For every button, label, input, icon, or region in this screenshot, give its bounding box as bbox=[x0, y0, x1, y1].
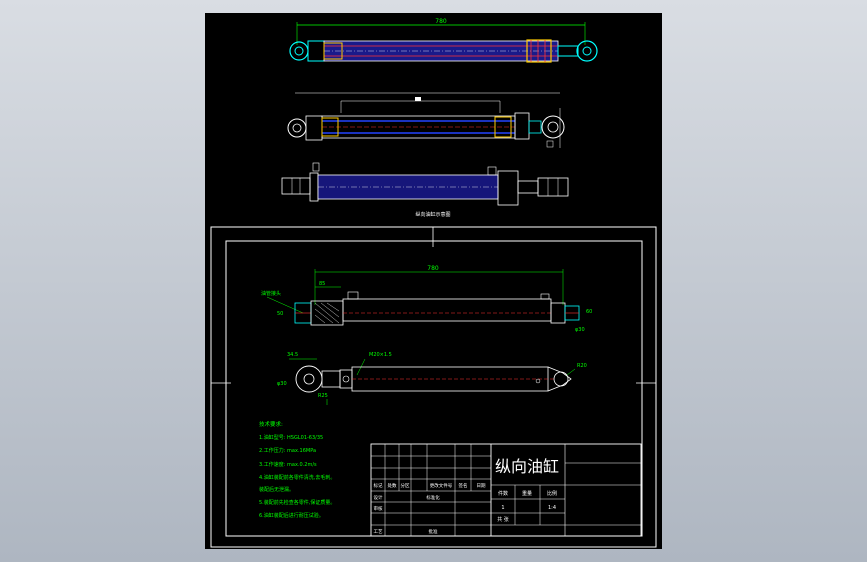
cad-drawing: 780 bbox=[210, 18, 657, 548]
dim-thread: M20×1.5 bbox=[369, 352, 392, 358]
tech-note-3: 3.工作速度: max.0.2m/s bbox=[259, 461, 317, 468]
oil-port-right bbox=[540, 293, 550, 300]
oil-port-left bbox=[347, 291, 359, 300]
tech-note-6: 5.装配前先检查各零件,保证质量。 bbox=[259, 499, 335, 506]
sheet-plan-rod-eye bbox=[547, 366, 572, 392]
tech-notes: 技术要求: 1.油缸型号: HSGL01-63/35 2.工作压力: max.1… bbox=[259, 420, 335, 519]
tech-note-1: 1.油缸型号: HSGL01-63/35 bbox=[259, 434, 323, 441]
tb-label-4: 签名 bbox=[459, 482, 468, 489]
drawing-view-plan: 34.5 M20×1.5 φ30 R25 R20 bbox=[277, 352, 587, 405]
tech-note-2: 2.工作压力: max.16MPa bbox=[259, 447, 316, 454]
tb-standard: 标准化 bbox=[426, 494, 440, 501]
title-block-frame bbox=[370, 443, 642, 537]
sheet-barrel bbox=[342, 298, 552, 322]
right-eye-outer bbox=[576, 40, 598, 62]
piston-rod-end bbox=[557, 45, 579, 57]
callout-oil-port: 油管接头 bbox=[261, 290, 281, 297]
view2-right-eye bbox=[541, 115, 565, 139]
sheet-outer-border bbox=[210, 226, 657, 548]
view3-caption: 纵向油缸示意图 bbox=[415, 211, 450, 218]
tb-col-scale: 比例 bbox=[547, 490, 557, 497]
left-gland bbox=[323, 42, 343, 60]
left-eye-outer bbox=[289, 41, 309, 61]
tb-design: 设计 bbox=[374, 494, 383, 501]
tb-scale: 1:4 bbox=[548, 505, 556, 511]
dim-clevis-width: 34.5 bbox=[287, 352, 298, 358]
assembly-view-3: 纵向油缸示意图 bbox=[281, 162, 569, 218]
view2-left-eye bbox=[287, 118, 307, 138]
tech-note-4: 4.油缸装配前各零件清洗,去毛刺。 bbox=[259, 474, 335, 481]
view2-right-seal bbox=[494, 116, 512, 138]
right-eye-inner bbox=[582, 46, 592, 56]
tech-note-5: 装配后无泄漏。 bbox=[259, 486, 294, 493]
view3-left-clevis bbox=[281, 177, 311, 195]
tb-label-1: 处数 bbox=[388, 482, 397, 489]
view3-head bbox=[497, 170, 519, 206]
tb-col-weight: 重量 bbox=[522, 490, 532, 497]
dim-text-top: 780 bbox=[435, 18, 447, 25]
left-eye-inner bbox=[294, 46, 304, 56]
tb-label-3: 更改文件号 bbox=[430, 482, 453, 489]
dim-rod-end: φ30 bbox=[575, 327, 585, 333]
dim-right-height: 60 bbox=[586, 309, 592, 315]
assembly-view-2 bbox=[287, 92, 565, 148]
tech-note-7: 6.油缸装配后进行耐压试验。 bbox=[259, 512, 324, 519]
view2-left-seal bbox=[321, 117, 339, 137]
view3-right-clevis bbox=[537, 177, 569, 197]
dim-eye-left-b: R25 bbox=[318, 393, 328, 399]
dim-marker bbox=[415, 97, 421, 101]
drawing-title: 纵向油缸 bbox=[495, 457, 559, 476]
assembly-view-1: 780 bbox=[289, 18, 598, 63]
title-block: 纵向油缸 件数 重量 比例 1 1:4 共 张 标记 处数 分区 更改文件号 签… bbox=[370, 443, 642, 537]
tb-process: 工艺 bbox=[374, 529, 383, 535]
left-clevis bbox=[307, 40, 325, 62]
tb-col-count: 件数 bbox=[498, 490, 508, 497]
tb-approve: 批准 bbox=[429, 528, 438, 535]
dim-text-sheet: 780 bbox=[427, 265, 439, 272]
dim-left-stroke: 85 bbox=[319, 281, 325, 287]
tb-sheet: 共 张 bbox=[497, 516, 509, 523]
tb-label-2: 分区 bbox=[401, 482, 410, 489]
sheet-left-eye bbox=[295, 365, 323, 393]
drawing-view-side: 780 85 油管接头 50 60 φ30 bbox=[261, 265, 592, 333]
tb-label-0: 标记 bbox=[374, 482, 383, 489]
tb-count: 1 bbox=[501, 505, 504, 511]
hatching-left bbox=[314, 302, 340, 324]
callout-leader bbox=[266, 296, 304, 314]
right-gland bbox=[526, 39, 552, 63]
tech-notes-title: 技术要求: bbox=[259, 420, 283, 428]
tb-check: 审核 bbox=[374, 505, 383, 512]
cad-viewport[interactable]: 780 bbox=[205, 13, 662, 549]
dim-eye-right: R20 bbox=[577, 363, 587, 369]
dim-left-height: 50 bbox=[277, 311, 283, 317]
tb-label-5: 日期 bbox=[477, 483, 486, 489]
dim-eye-left: φ30 bbox=[277, 381, 287, 387]
